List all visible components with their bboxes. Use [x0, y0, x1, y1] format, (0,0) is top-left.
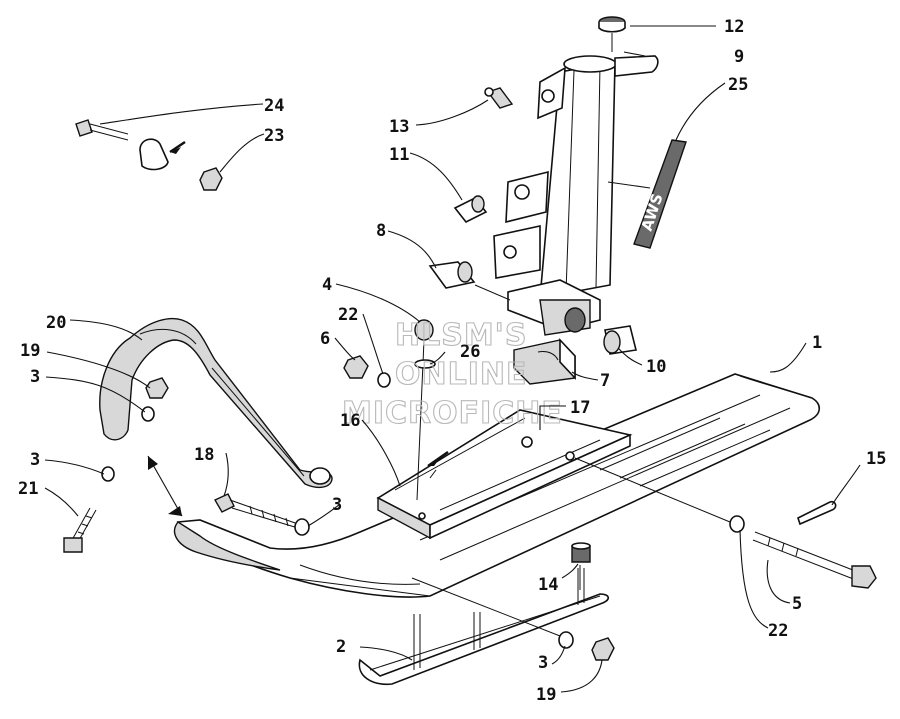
callout-3-lower: 3 — [538, 653, 548, 673]
shock-block — [513, 337, 576, 385]
grease-fitting — [484, 87, 514, 109]
callout-7: 7 — [600, 371, 610, 391]
washer-22-lower — [729, 515, 745, 533]
spacer-14 — [571, 542, 591, 563]
washer-3-left — [101, 466, 115, 482]
nut-19-upper — [145, 377, 169, 399]
callout-22-upper: 22 — [338, 305, 358, 325]
connector-arrow-icon — [147, 455, 183, 517]
cotter-pin — [797, 500, 837, 526]
washer-3-mid — [294, 518, 310, 536]
clip — [139, 138, 169, 171]
callout-8: 8 — [376, 221, 386, 241]
callout-20: 20 — [46, 313, 66, 333]
aws-decal: AWS — [633, 139, 687, 249]
callout-26: 26 — [460, 342, 480, 362]
callout-13: 13 — [389, 117, 409, 137]
wear-bar — [358, 568, 610, 685]
ski-saddle — [376, 409, 633, 540]
spindle — [493, 55, 659, 336]
callout-1: 1 — [812, 333, 822, 353]
callout-12: 12 — [724, 17, 744, 37]
callout-18: 18 — [194, 445, 214, 465]
nut-19-lower — [591, 637, 615, 661]
washer-3-upper — [141, 406, 155, 422]
watermark-line-1: HLSM'S — [395, 318, 527, 353]
bushing-lower — [428, 261, 476, 289]
callout-22-lower: 22 — [768, 621, 788, 641]
callout-25: 25 — [728, 75, 748, 95]
nut-6 — [343, 355, 369, 379]
ski-handle — [99, 317, 333, 489]
spindle-cap — [598, 16, 626, 52]
bolt-24 — [75, 119, 129, 141]
callout-labels: 1 2 3 3 3 3 4 5 6 7 8 9 10 11 12 13 14 1… — [18, 17, 886, 705]
watermark: HLSM'S ONLINE MICROFICHE — [341, 317, 563, 431]
bushing-upper — [453, 195, 488, 224]
callout-10: 10 — [646, 357, 666, 377]
callout-4: 4 — [322, 275, 332, 295]
callout-3-mid: 3 — [332, 495, 342, 515]
callout-14: 14 — [538, 575, 558, 595]
bolt-21 — [63, 507, 97, 553]
bolt-5 — [752, 531, 877, 589]
wear-bar-axis — [411, 577, 561, 637]
callout-23: 23 — [264, 126, 284, 146]
callout-19-upper: 19 — [20, 341, 40, 361]
callout-19-lower: 19 — [536, 685, 556, 705]
callout-24: 24 — [264, 96, 284, 116]
callout-2: 2 — [336, 637, 346, 657]
callout-21: 21 — [18, 479, 38, 499]
bushing-side — [603, 325, 637, 355]
watermark-line-3: MICROFICHE — [342, 396, 563, 431]
washer-3-lower — [558, 631, 574, 649]
watermark-line-2: ONLINE — [395, 357, 528, 392]
callout-15: 15 — [866, 449, 886, 469]
washer-22-upper — [377, 372, 391, 388]
washer-26 — [414, 359, 436, 369]
callout-5: 5 — [792, 594, 802, 614]
arrow-icon — [169, 140, 449, 468]
bolt-18 — [214, 493, 299, 529]
callout-3-upper: 3 — [30, 367, 40, 387]
callout-9: 9 — [734, 47, 744, 67]
callout-11: 11 — [389, 145, 409, 165]
bolt-5-axis — [574, 457, 731, 523]
callout-3-left: 3 — [30, 450, 40, 470]
callout-6: 6 — [320, 329, 330, 349]
bushing-lower-axis — [474, 284, 511, 301]
leader-lines — [44, 25, 861, 693]
callout-17: 17 — [570, 398, 590, 418]
nut-23 — [199, 167, 223, 191]
callout-16: 16 — [340, 411, 360, 431]
